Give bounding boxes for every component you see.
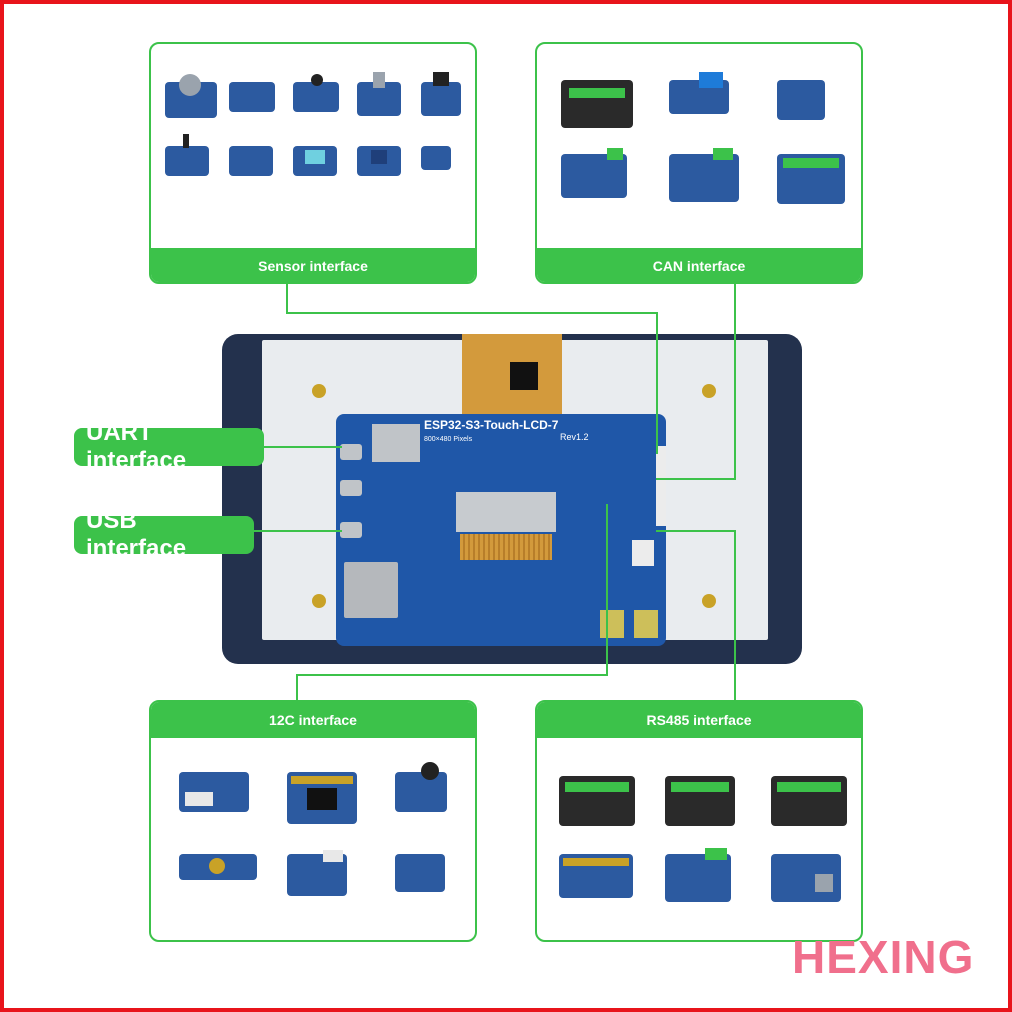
pin-header-strip [656, 446, 666, 526]
shield-can [456, 492, 556, 532]
rs485-module [665, 848, 731, 902]
lcd-connector [460, 534, 552, 560]
board-title: ESP32-S3-Touch-LCD-7 [424, 418, 559, 432]
can-module [669, 72, 729, 114]
can-module-grid [561, 72, 849, 204]
rs485-module [771, 854, 841, 902]
i2c-wire [296, 674, 608, 676]
sd-card-slot [372, 424, 420, 462]
uart-interface-callout: UART interface [74, 419, 264, 474]
can-interface-label: CAN interface [537, 248, 861, 282]
i2c-module [287, 850, 347, 896]
sensor-module-grid [165, 72, 473, 176]
usb-c-port [340, 480, 362, 496]
can-module [777, 80, 825, 120]
rs485-module [559, 854, 633, 898]
touch-controller-chip [510, 362, 538, 390]
standoff [312, 384, 326, 398]
can-wire [656, 478, 736, 480]
i2c-wire [296, 674, 298, 700]
i2c-module [179, 772, 249, 812]
header-connector [632, 540, 654, 566]
rs485-wire [656, 530, 736, 532]
i2c-module [287, 772, 357, 824]
usb-interface-callout: USB interface [74, 507, 254, 562]
sensor-module [293, 146, 337, 176]
rs485-interface-label: RS485 interface [537, 702, 861, 738]
terminal-block [600, 610, 624, 638]
rs485-interface-panel: RS485 interface [535, 700, 863, 942]
standoff [702, 594, 716, 608]
can-module [777, 154, 845, 204]
usb-c-port [340, 522, 362, 538]
sensor-wire [286, 312, 656, 314]
sensor-module [165, 134, 209, 176]
uart-wire [262, 446, 342, 448]
standoff [702, 384, 716, 398]
can-module [561, 80, 633, 128]
sensor-module [229, 146, 273, 176]
sensor-module [357, 72, 401, 116]
rs485-module [559, 776, 635, 826]
can-module [561, 148, 627, 198]
terminal-block [634, 610, 658, 638]
can-module [669, 148, 739, 202]
can-interface-panel: CAN interface [535, 42, 863, 284]
sensor-module [165, 74, 217, 118]
i2c-module [395, 762, 447, 812]
sensor-module [229, 82, 275, 112]
i2c-module [395, 854, 445, 892]
sensor-interface-label: Sensor interface [151, 248, 475, 282]
esp32-module [344, 562, 398, 618]
i2c-module [179, 854, 257, 880]
rs485-module [665, 776, 735, 826]
sensor-module [421, 72, 461, 116]
can-wire [734, 284, 736, 480]
sensor-module [293, 74, 339, 112]
i2c-interface-panel: 12C interface [149, 700, 477, 942]
standoff [312, 594, 326, 608]
i2c-interface-label: 12C interface [151, 702, 475, 738]
brand-watermark: HEXING [792, 931, 975, 983]
sensor-module [421, 146, 451, 170]
rs485-module [771, 776, 847, 826]
i2c-wire [606, 504, 608, 676]
i2c-module-grid [179, 762, 467, 896]
board-revision: Rev1.2 [560, 432, 589, 442]
board-subtitle: 800×480 Pixels [424, 436, 473, 443]
usb-wire [250, 530, 342, 532]
sensor-interface-panel: Sensor interface [149, 42, 477, 284]
usb-c-port [340, 444, 362, 460]
sensor-wire [656, 312, 658, 454]
rs485-module-grid [559, 776, 847, 902]
sensor-wire [286, 284, 288, 312]
rs485-wire [734, 530, 736, 700]
sensor-module [357, 146, 401, 176]
